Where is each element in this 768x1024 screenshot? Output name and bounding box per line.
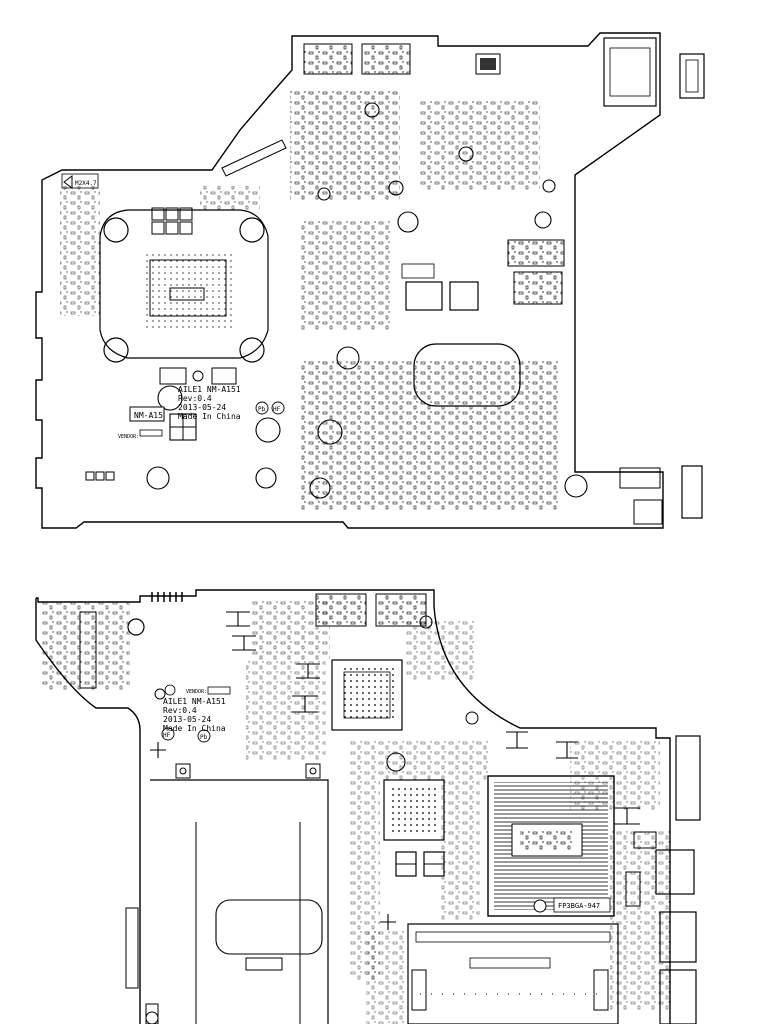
svg-text:Pb: Pb [258, 406, 266, 413]
svg-text:HF: HF [273, 406, 281, 413]
bottom-hf-mark: HF [161, 727, 175, 741]
io-connector-right-top [603, 37, 657, 107]
bottom-fab-line3: 2013-05-24 [163, 715, 211, 724]
hdd-bay [150, 763, 329, 1024]
svg-text:Pb: Pb [200, 734, 208, 741]
top-board-outline [35, 32, 664, 529]
svg-text:HF: HF [163, 732, 171, 739]
top-fab-line2: Rev:0.4 [178, 394, 212, 403]
top-board: M2X4.7 AILE1 NM-A151 Rev:0.4 2013-05-24 … [35, 32, 705, 529]
top-pb-mark: Pb [255, 401, 269, 415]
bottom-fab-info: AILE1 NM-A151 Rev:0.4 2013-05-24 Made In… [163, 697, 226, 733]
model-label: NM-A15 [134, 411, 163, 420]
bottom-fab-line2: Rev:0.4 [163, 706, 197, 715]
bottom-pb-mark: Pb [197, 729, 211, 743]
cpu-heatsink-frame [99, 209, 269, 359]
bottom-vendor-label: VENDOR: [186, 689, 207, 695]
bottom-fab-line1: AILE1 NM-A151 [163, 697, 226, 706]
top-fab-line4: Made In China [178, 412, 241, 421]
corner-label: M2X4.7 [75, 180, 97, 187]
top-model-box: NM-A15 [129, 406, 165, 422]
top-fab-info: AILE1 NM-A151 Rev:0.4 2013-05-24 Made In… [178, 385, 241, 421]
socket-label: FP3BGA-947 [558, 902, 600, 910]
bottom-vendor-box: VENDOR: [164, 684, 231, 696]
bga-chip-upper [331, 659, 403, 731]
top-fab-line3: 2013-05-24 [178, 403, 226, 412]
top-hf-mark: HF [271, 401, 285, 415]
bottom-fab-line4: Made In China [163, 724, 226, 733]
top-vendor-label: VENDOR: [118, 434, 139, 440]
top-connector-left [303, 43, 353, 75]
dimm-slot [407, 923, 619, 1024]
top-connector-right [361, 43, 411, 75]
top-corner-marker: M2X4.7 [61, 173, 99, 189]
top-fab-line1: AILE1 NM-A151 [178, 385, 241, 394]
bottom-board: FP3BGA-947 [35, 589, 701, 1024]
